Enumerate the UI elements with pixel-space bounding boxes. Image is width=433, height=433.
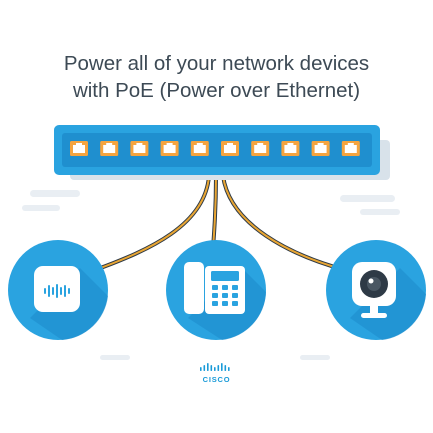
cisco-logo-text: CISCO — [202, 375, 231, 384]
ip-camera — [326, 240, 426, 340]
switch-port — [130, 141, 149, 156]
background-clouds — [22, 190, 400, 360]
desk-phone-icon — [184, 262, 245, 314]
headline-line-1: Power all of your network devices — [63, 52, 370, 75]
switch-port — [251, 141, 270, 156]
switch-port — [70, 141, 88, 156]
wireless-access-point — [8, 240, 108, 340]
cloud-shape — [300, 355, 330, 360]
headline: Power all of your network devices with P… — [0, 50, 433, 104]
switch-port — [311, 141, 330, 156]
cable-to-camera-core — [222, 175, 346, 271]
switch-port — [221, 141, 239, 156]
cloud-shape — [340, 195, 395, 202]
switch-port — [190, 141, 209, 156]
cloud-shape — [22, 205, 60, 211]
ip-phone — [166, 240, 266, 340]
cable-to-access-point-core — [94, 175, 210, 271]
cloud-shape — [360, 209, 400, 215]
webcam-icon — [352, 262, 396, 318]
cloud-shape — [100, 355, 130, 360]
switch-ports — [70, 141, 360, 156]
network-switch-icon — [54, 125, 390, 180]
switch-port — [341, 141, 360, 156]
headline-line-2: with PoE (Power over Ethernet) — [72, 79, 361, 102]
cisco-logo-icon — [200, 363, 230, 371]
cloud-shape — [30, 190, 80, 197]
switch-port — [281, 141, 300, 156]
switch-port — [160, 141, 179, 156]
switch-port — [100, 141, 119, 156]
access-point-icon — [34, 266, 80, 312]
